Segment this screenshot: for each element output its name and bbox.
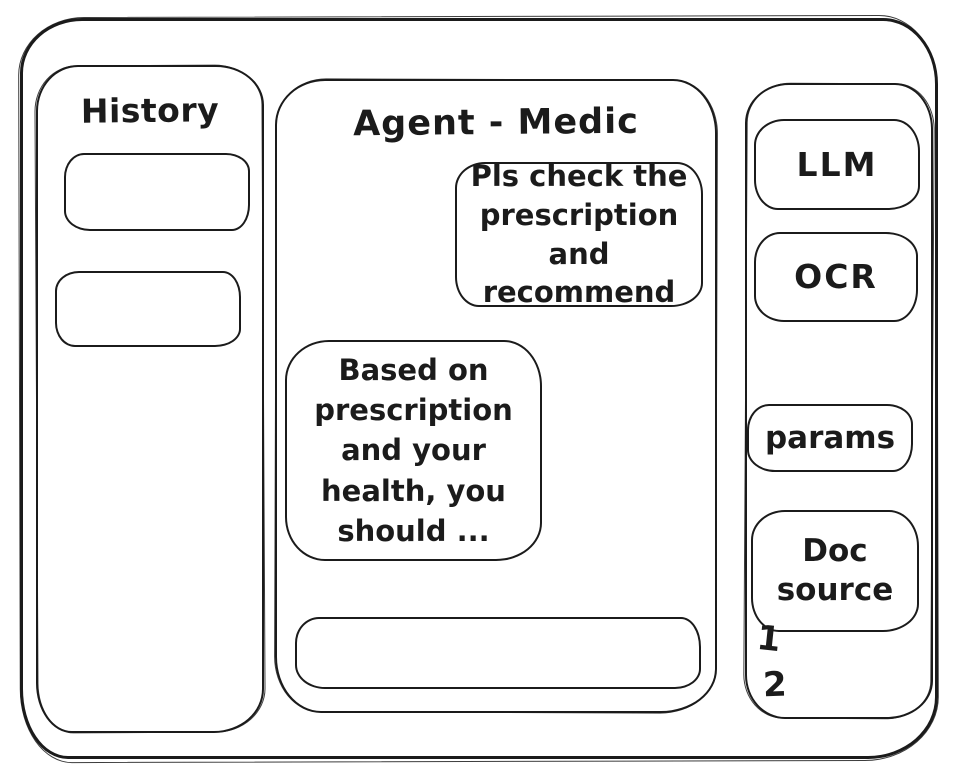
user-message-text: Pls check the prescription and recommend xyxy=(470,159,688,310)
doc-source-item-2[interactable]: 2 xyxy=(762,664,788,706)
history-item[interactable] xyxy=(64,153,250,231)
chat-panel: Agent - Medic Pls check the prescription… xyxy=(275,79,717,713)
agent-message-bubble: Based on prescription and your health, y… xyxy=(285,340,542,561)
tools-sidebar: LLM OCR params Doc source 1 2 xyxy=(745,83,933,719)
llm-button[interactable]: LLM xyxy=(754,119,920,210)
history-title: History xyxy=(80,90,220,131)
user-message-bubble: Pls check the prescription and recommend xyxy=(455,159,703,309)
history-item[interactable] xyxy=(55,271,241,347)
ocr-button[interactable]: OCR xyxy=(754,232,918,322)
params-button[interactable]: params xyxy=(747,404,913,472)
doc-source-button[interactable]: Doc source xyxy=(751,510,919,632)
message-input[interactable] xyxy=(295,617,701,689)
app-frame: History Agent - Medic Pls check the pres… xyxy=(20,18,938,759)
chat-title: Agent - Medic xyxy=(352,101,640,145)
doc-source-item-1[interactable]: 1 xyxy=(754,617,783,661)
history-sidebar: History xyxy=(36,65,264,733)
agent-message-text: Based on prescription and your health, y… xyxy=(314,353,513,548)
